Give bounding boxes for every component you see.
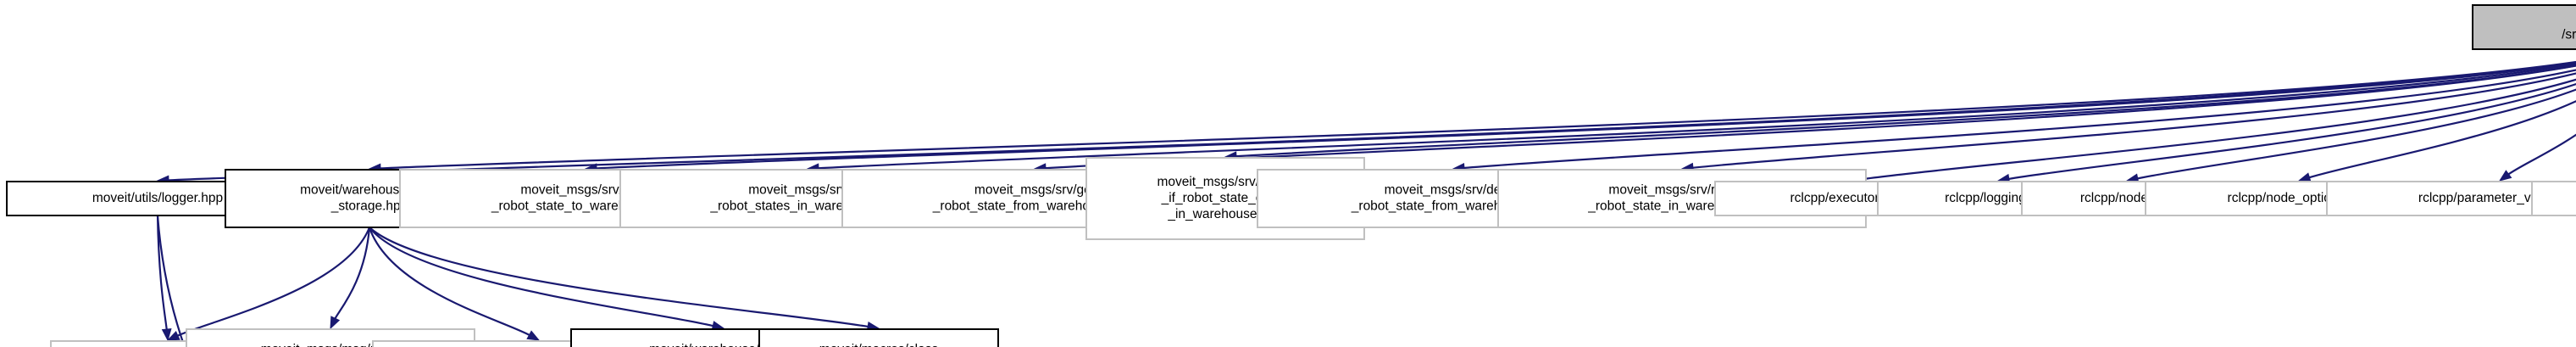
moveit-macros-class-forward-hpp-node-label-0: moveit/macros/class bbox=[819, 343, 939, 347]
delete-robot-state-from-warehouse-hpp-node-label-0: moveit_msgs/srv/delete bbox=[1385, 183, 1523, 198]
moveit-macros-class-forward-hpp-node[interactable]: moveit/macros/class_forward.hpp bbox=[758, 328, 999, 347]
warehouse-services-cpp-node-label-1: /src/warehouse_services.cpp bbox=[2562, 28, 2576, 42]
edge-root-to-check_robot_state bbox=[1235, 64, 2576, 158]
rclcpp-utilities-hpp-node-box[interactable] bbox=[2531, 181, 2576, 216]
edge-root-to-delete_robot_state bbox=[1463, 69, 2576, 170]
list-robot-states-in-warehouse-hpp-node-label-0: moveit_msgs/srv/list bbox=[748, 183, 867, 198]
edge-utils_logger-to-rclcpp_logger bbox=[156, 215, 168, 331]
rclcpp-logger-hpp-node-box[interactable] bbox=[50, 340, 286, 347]
arrowhead-root-to-rclcpp_parameter_value bbox=[2498, 170, 2512, 182]
save-robot-state-to-warehouse-hpp-node-label-0: moveit_msgs/srv/save bbox=[520, 183, 650, 198]
edge-state_storage-to-message_storage bbox=[369, 227, 714, 327]
rclcpp-logger-hpp-node[interactable]: rclcpp/logger.hpp bbox=[50, 340, 286, 347]
edge-root-to-state_storage bbox=[379, 60, 2576, 170]
arrowhead-state_storage-to-robot_state_msg bbox=[330, 316, 341, 330]
edge-state_storage-to-warehouse_export bbox=[368, 227, 530, 337]
get-robot-state-from-warehouse-hpp-node-label-1: _robot_state_from_warehouse.hpp bbox=[932, 199, 1136, 214]
rclcpp-utilities-hpp-node[interactable]: rclcpp/utilities.hpp bbox=[2531, 181, 2576, 216]
warehouse-services-cpp-node[interactable]: moveit_ros/warehouse/src/warehouse_servi… bbox=[2472, 4, 2576, 50]
moveit-msgs-msg-robot-state-hpp-node-label-0: moveit_msgs/msg/robot bbox=[261, 343, 401, 347]
moveit-warehouse-export-h-node-box[interactable] bbox=[372, 340, 706, 347]
edge-root-to-rename_robot_state bbox=[1691, 72, 2576, 169]
edge-root-to-rclcpp_node bbox=[2136, 88, 2576, 180]
moveit-warehouse-state-storage-hpp-node-label-1: _storage.hpp bbox=[330, 199, 408, 214]
get-robot-state-from-warehouse-hpp-node-label-0: moveit_msgs/srv/get bbox=[974, 183, 1096, 198]
moveit-utils-logger-hpp-node-label-0: moveit/utils/logger.hpp bbox=[92, 191, 223, 205]
edge-root-to-list_robot_states bbox=[817, 63, 2576, 170]
edge-root-to-rclcpp_logging bbox=[2007, 83, 2576, 181]
arrowhead-root-to-rclcpp_node_options bbox=[2297, 172, 2312, 182]
edge-state_storage-to-robot_state_msg bbox=[334, 227, 371, 320]
moveit-warehouse-moveit-message-storage-hpp-node-label-0: moveit/warehouse/moveit bbox=[649, 343, 798, 347]
edge-root-to-utils_logger bbox=[167, 61, 2576, 182]
arrowhead-state_storage-to-rclcpp_logger bbox=[166, 330, 180, 341]
check-if-robot-state-exists-in-warehouse-hpp-node-label-2: _in_warehouse.hpp bbox=[1167, 207, 1282, 221]
edge-state_storage-to-rclcpp_logger bbox=[176, 227, 371, 338]
arrowhead-state_storage-to-warehouse_export bbox=[526, 330, 541, 341]
edge-root-to-rclcpp_executors bbox=[1860, 78, 2576, 181]
edge-root-to-rclcpp_parameter_value bbox=[2507, 133, 2576, 176]
edge-utils_logger-to-string bbox=[156, 215, 186, 347]
nodes-layer: moveit_ros/warehouse/src/warehouse_servi… bbox=[6, 4, 2576, 347]
edge-state_storage-to-class_forward bbox=[369, 227, 869, 328]
moveit-warehouse-export-h-node[interactable]: moveit_warehouse_export.h bbox=[372, 340, 706, 347]
edge-root-to-get_robot_state bbox=[1044, 64, 2576, 170]
arrowhead-utils_logger-to-rclcpp_logger bbox=[161, 327, 172, 342]
moveit-macros-class-forward-hpp-node-box[interactable] bbox=[758, 328, 999, 347]
edge-root-to-rclcpp_node_options bbox=[2308, 100, 2576, 179]
edge-root-to-save_robot_state bbox=[595, 62, 2576, 170]
warehouse-services-cpp-node-box[interactable] bbox=[2472, 4, 2576, 50]
